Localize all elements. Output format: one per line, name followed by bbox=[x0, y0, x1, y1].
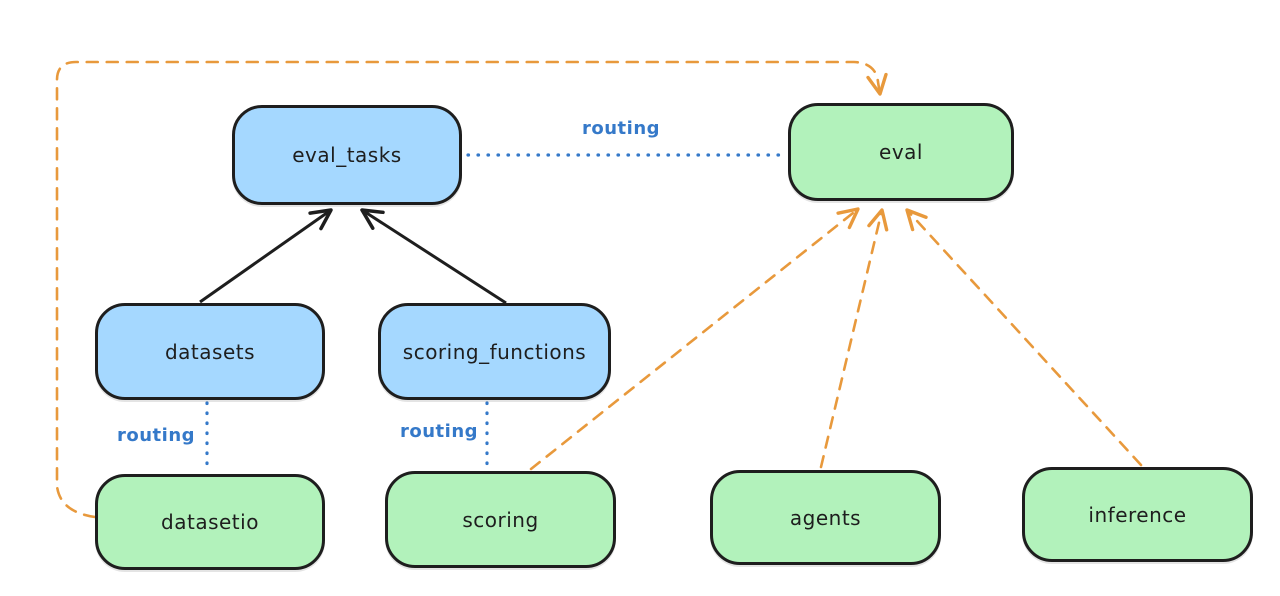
node-datasets: datasets bbox=[95, 303, 325, 400]
routing-label-left: routing bbox=[117, 425, 196, 446]
node-scoring-label: scoring bbox=[462, 507, 539, 532]
node-inference: inference bbox=[1022, 467, 1253, 562]
node-datasetio: datasetio bbox=[95, 474, 325, 570]
node-eval-label: eval bbox=[879, 140, 923, 164]
routing-label-top: routing bbox=[582, 118, 661, 139]
edge-agents-to-eval bbox=[819, 208, 889, 469]
node-eval-tasks: eval_tasks bbox=[232, 105, 462, 205]
node-scoring-functions-label: scoring_functions bbox=[402, 339, 587, 364]
edge-scoring-to-eval bbox=[529, 207, 860, 471]
node-eval: eval bbox=[788, 103, 1014, 201]
node-scoring: scoring bbox=[385, 471, 616, 568]
node-eval-tasks-label: eval_tasks bbox=[292, 143, 402, 167]
node-datasets-label: datasets bbox=[164, 339, 256, 364]
routing-label-middle: routing bbox=[400, 421, 479, 442]
node-agents-label: agents bbox=[789, 505, 862, 530]
edge-inference-to-eval bbox=[905, 208, 1143, 467]
edge-datasets-to-eval-tasks bbox=[199, 208, 333, 304]
node-datasetio-label: datasetio bbox=[161, 510, 259, 534]
node-inference-label: inference bbox=[1088, 502, 1187, 527]
edge-scoring-functions-to-eval-tasks bbox=[360, 208, 507, 305]
node-scoring-functions: scoring_functions bbox=[378, 303, 611, 400]
edge-datasetio-to-eval-loop bbox=[55, 60, 888, 519]
node-agents: agents bbox=[710, 470, 941, 565]
